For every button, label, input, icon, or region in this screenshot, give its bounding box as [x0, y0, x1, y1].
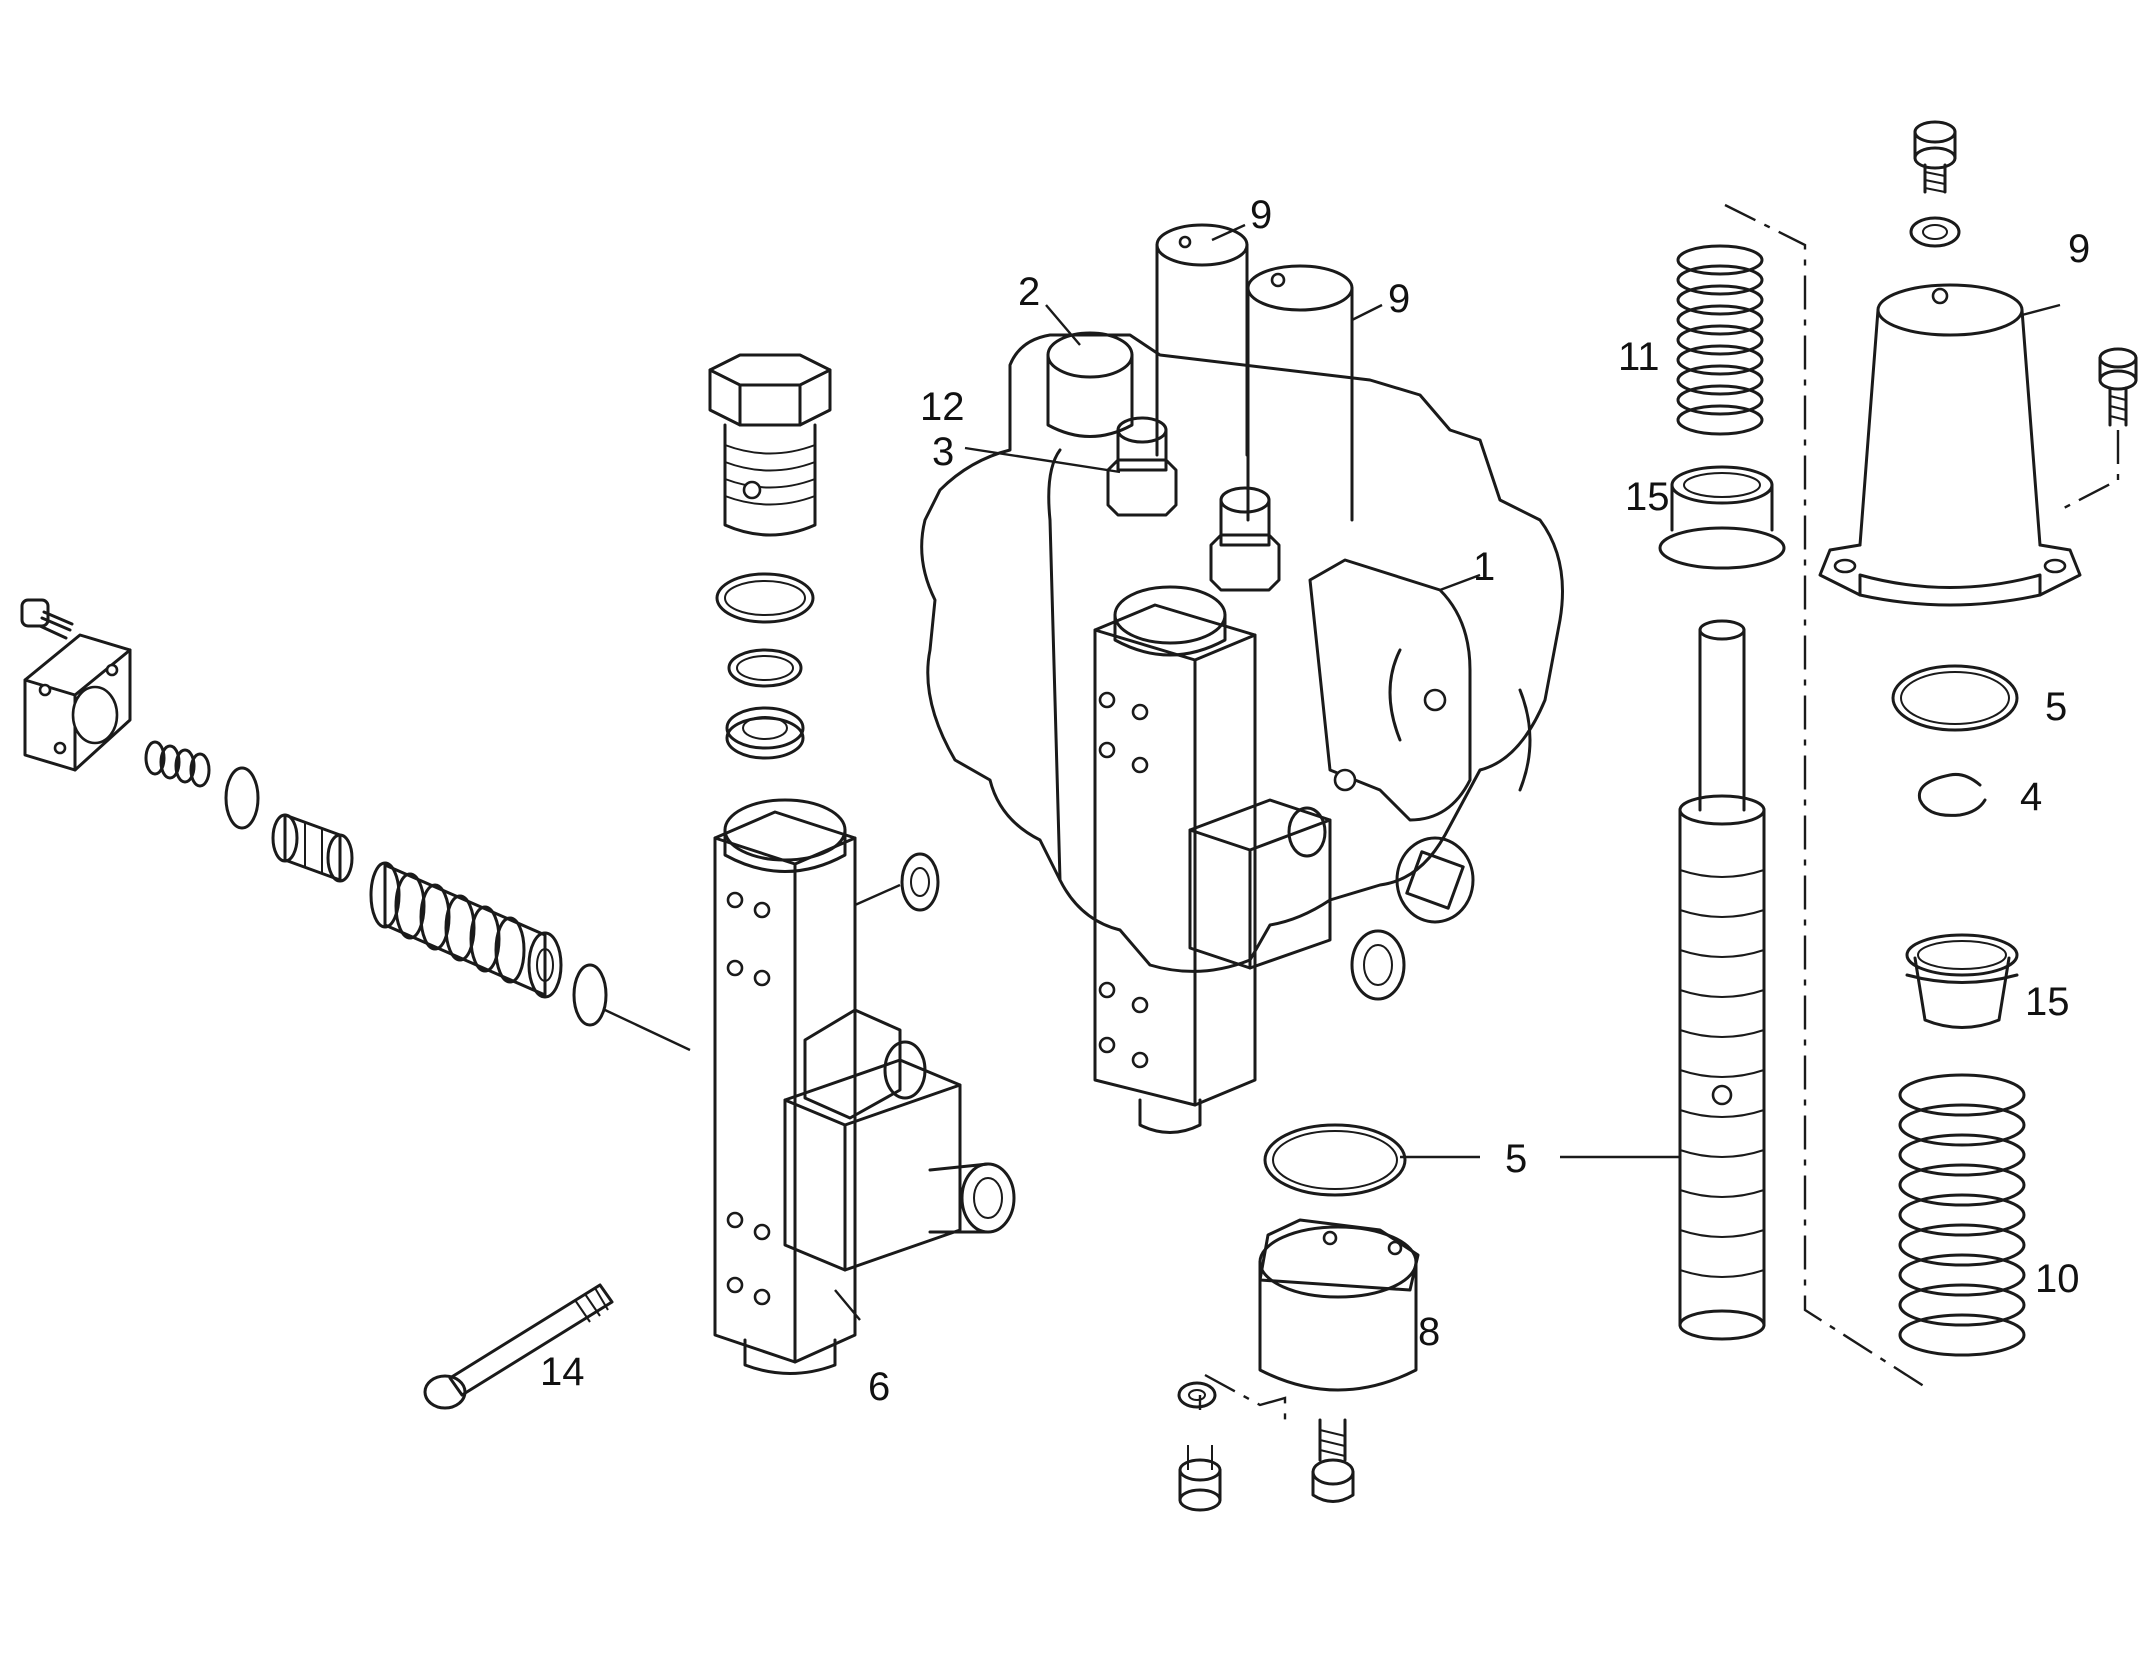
callout-10: 10	[2035, 1257, 2080, 1301]
spring-cap-front	[1246, 264, 1354, 522]
callout-9-right: 9	[2068, 227, 2090, 271]
callout-9-front: 9	[1388, 277, 1410, 321]
callout-12: 12	[920, 385, 965, 429]
solenoid-valve-assembly	[713, 798, 1016, 1375]
leader-lines	[834, 223, 2061, 1321]
right-screw-line	[2059, 430, 2120, 512]
callout-5-right: 5	[2045, 685, 2067, 729]
callout-4: 4	[2020, 775, 2042, 819]
seal-washer	[725, 706, 805, 760]
cap-screw-bottom-right	[1311, 1418, 1355, 1503]
callout-8: 8	[1418, 1310, 1440, 1354]
spring-upper	[1676, 244, 1764, 436]
main-block-solenoid	[1093, 585, 1406, 1134]
snap-ring-4	[1917, 773, 1987, 817]
spring-cap-rear	[1155, 223, 1249, 457]
cover-cap-right	[1818, 283, 2082, 607]
o-ring-left-2	[572, 963, 608, 1027]
spring-seat-lower	[1905, 933, 2019, 1029]
main-valve-block	[920, 333, 1564, 973]
small-piston	[271, 813, 354, 883]
small-fitting	[1209, 486, 1281, 592]
callout-9-rear: 9	[1250, 193, 1272, 237]
main-spool	[1678, 619, 1766, 1341]
cap-screw-right	[2098, 347, 2138, 427]
pressure-cap-2	[1046, 331, 1134, 438]
o-ring-stack-2	[727, 648, 803, 688]
spring-seat-upper	[1658, 465, 1786, 570]
control-spool	[369, 861, 563, 999]
small-spring	[144, 740, 211, 788]
cap-screw-left	[20, 598, 74, 640]
callout-3: 3	[932, 430, 954, 474]
washer-top-right	[1909, 216, 1961, 248]
long-bolt	[423, 1283, 614, 1410]
callout-6: 6	[868, 1365, 890, 1409]
retaining-ring-5-right	[1891, 664, 2019, 732]
check-valve-plug	[708, 353, 832, 537]
callout-11: 11	[1618, 335, 1660, 379]
callout-15-lower: 15	[2025, 980, 2070, 1024]
callout-14: 14	[540, 1350, 585, 1394]
adjuster-fitting-3	[1106, 416, 1178, 517]
callout-2: 2	[1018, 270, 1040, 314]
o-ring-stack-1	[715, 572, 815, 624]
solenoid-coil	[783, 1008, 1016, 1272]
callout-labels: 1 2 3 4 5 5 6 8 9 9 9 10 11 12 14 15 15	[540, 193, 2090, 1409]
assembly-centre-line	[1724, 203, 1931, 1392]
o-ring-left-1	[224, 766, 260, 830]
spring-lower	[1898, 1073, 2026, 1357]
cap-screw-top-right	[1913, 120, 1957, 194]
flange-cup	[1258, 1218, 1420, 1392]
callout-1: 1	[1473, 545, 1495, 589]
retaining-ring-5-bottom	[1263, 1123, 1407, 1197]
cap-screw-bottom-left	[1178, 1445, 1222, 1512]
check-valve-stack	[708, 353, 832, 760]
flange-screw-line	[1198, 1373, 1287, 1420]
left-spool-assembly	[20, 598, 691, 1052]
callout-5-bottom: 5	[1505, 1137, 1527, 1181]
washer-bottom	[1177, 1381, 1217, 1409]
flange-cap-left	[23, 633, 132, 772]
solenoid-valve-top-nut	[723, 798, 847, 873]
seal-washer-solenoid	[900, 852, 940, 912]
callout-15-upper: 15	[1625, 475, 1670, 519]
